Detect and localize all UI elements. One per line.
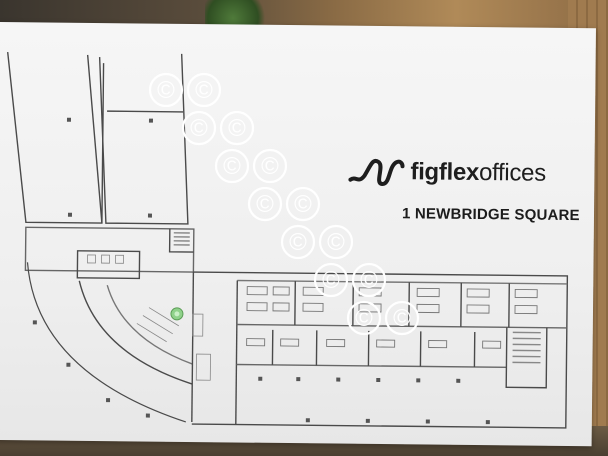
building-address: 1 NEWBRIDGE SQUARE: [401, 205, 580, 225]
floorplan-board: figflexoffices 1 NEWBRIDGE SQUARE: [0, 22, 596, 447]
brand-part-2: offices: [478, 159, 547, 187]
squiggle-logo-icon: [348, 158, 405, 187]
floor-plan: [6, 52, 569, 429]
brand-part-1: figflex: [410, 158, 480, 187]
brand-wordmark: figflexoffices: [410, 158, 546, 187]
